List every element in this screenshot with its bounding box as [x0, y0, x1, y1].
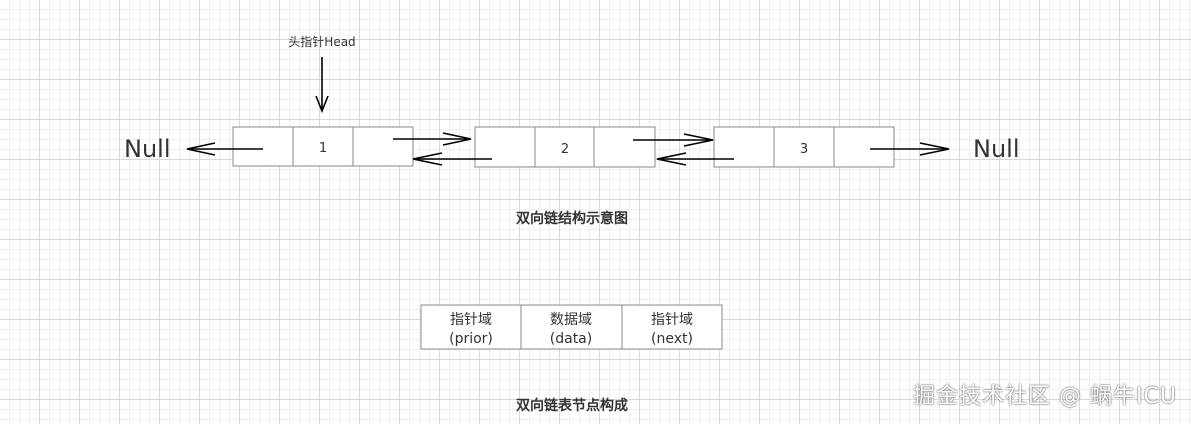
watermark-text: 掘金技术社区 @ 蜗牛ICU	[913, 384, 1177, 409]
field-data-name: 数据域	[550, 312, 592, 328]
list-node-3: 3	[713, 126, 895, 168]
arrow-node2-to-node3	[633, 133, 714, 147]
node-structure-caption: 双向链表节点构成	[516, 397, 628, 414]
arrow-node3-to-null-right	[870, 142, 950, 156]
arrow-node1-to-node2	[393, 132, 472, 146]
node-1-box	[232, 126, 414, 167]
head-pointer-label: 头指针Head	[288, 34, 355, 49]
field-next-name: 指针域	[651, 312, 693, 328]
field-prior-sub: (prior)	[449, 331, 493, 347]
field-prior-name: 指针域	[450, 312, 492, 328]
list-node-1: 1	[232, 126, 414, 167]
node-2-value: 2	[561, 142, 569, 157]
head-pointer-arrow	[315, 57, 329, 114]
node-3-value: 3	[800, 142, 808, 157]
node-2-box	[474, 126, 656, 168]
null-left-label: Null	[124, 135, 171, 163]
field-next-sub: (next)	[651, 331, 693, 347]
node-structure-box	[420, 304, 723, 350]
arrow-node2-to-node1	[412, 152, 492, 166]
node-3-box	[713, 126, 895, 168]
null-right-label: Null	[973, 135, 1020, 163]
field-data-sub: (data)	[550, 331, 592, 347]
node-structure-table: 指针域 (prior) 数据域 (data) 指针域 (next)	[420, 304, 723, 350]
list-node-2: 2	[474, 126, 656, 168]
linked-list-caption: 双向链结构示意图	[516, 210, 628, 227]
node-1-value: 1	[319, 141, 327, 156]
arrow-node1-to-null-left	[186, 142, 263, 156]
arrow-node3-to-node2	[656, 152, 734, 166]
